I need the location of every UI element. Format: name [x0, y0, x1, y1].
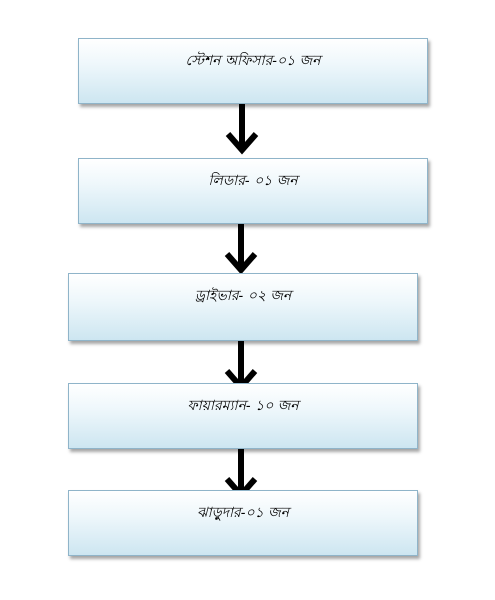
flow-step-leader: লিডার- ০১ জন: [78, 158, 428, 224]
down-arrow-icon: [225, 104, 259, 155]
flow-step-label: স্টেশন অফিসার-০১ জন: [185, 53, 321, 69]
flow-step-fireman: ফায়ারম্যান- ১০ জন: [68, 383, 418, 449]
flow-step-label: ঝাড়ুদার-০১ জন: [196, 505, 289, 521]
flow-step-driver: ড্রাইভার- ০২ জন: [68, 273, 418, 341]
flow-step-station-officer: স্টেশন অফিসার-০১ জন: [78, 38, 428, 104]
flow-step-sweeper: ঝাড়ুদার-০১ জন: [68, 490, 418, 556]
flow-step-label: ফায়ারম্যান- ১০ জন: [187, 398, 299, 414]
flow-step-label: লিডার- ০১ জন: [208, 173, 298, 189]
down-arrow-icon: [224, 224, 258, 275]
flow-step-label: ড্রাইভার- ০২ জন: [194, 288, 292, 304]
